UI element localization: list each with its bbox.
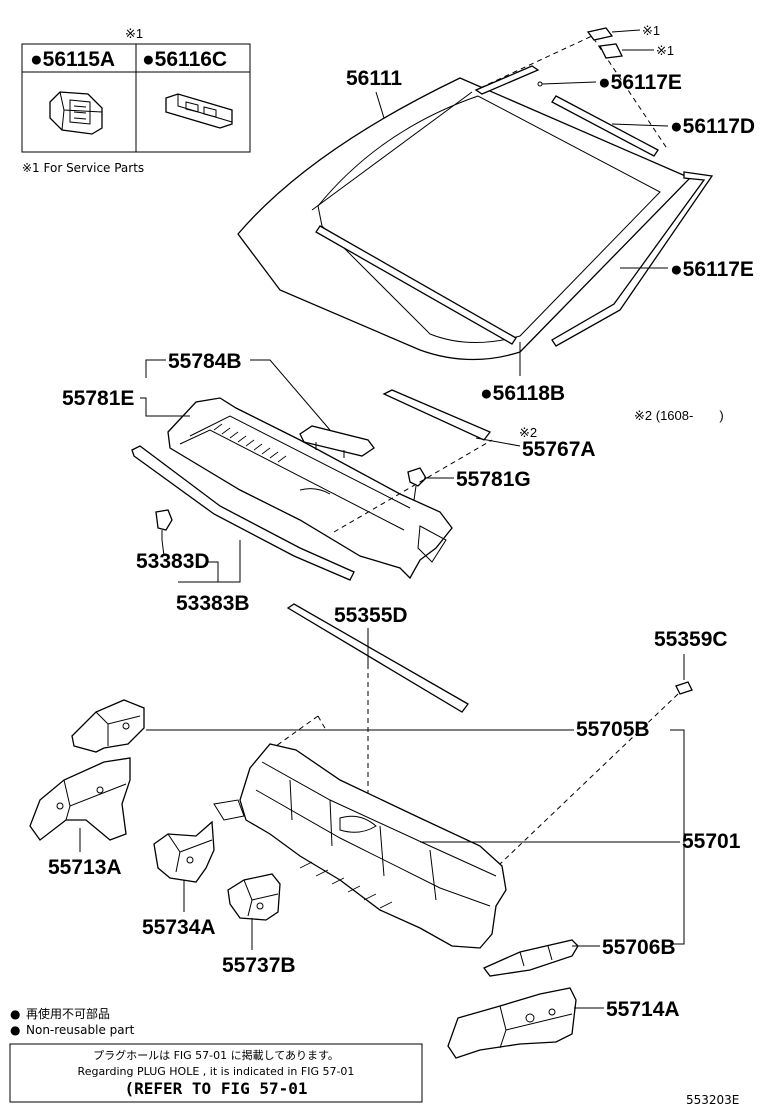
bracket-55734a	[153, 820, 215, 883]
service-mark: ※1	[125, 26, 143, 41]
moulding-strips	[315, 65, 714, 347]
label-55781g: 55781G	[456, 468, 531, 491]
refer-box: プラグホールは FIG 57-01 に掲載してあります。 Regarding P…	[9, 1043, 423, 1103]
label-clip-mark-1: ※1	[642, 23, 660, 38]
label-55767a: 55767A	[522, 438, 596, 461]
label-53383d: 53383D	[136, 550, 210, 573]
label-mark2: ※2	[519, 425, 537, 440]
label-55705b: 55705B	[576, 718, 650, 741]
label-56117d: ●56117D	[670, 115, 755, 138]
label-55737b: 55737B	[222, 954, 296, 977]
legend-bullet-jp: ●	[10, 1007, 20, 1021]
label-55714a: 55714A	[606, 998, 680, 1021]
label-53383b: 53383B	[176, 592, 250, 615]
clip-56115a-drawing	[49, 91, 103, 135]
upper-left-bracket	[71, 699, 145, 753]
box-col1-label: ●56115A	[30, 48, 115, 71]
label-56118b: ●56118B	[480, 382, 565, 405]
windshield-glass	[237, 77, 692, 361]
refer-line-fig: (REFER TO FIG 57-01	[124, 1079, 307, 1098]
box-col2-label: ●56116C	[142, 48, 227, 71]
legend-en: Non-reusable part	[26, 1023, 135, 1037]
bracket-55737b	[227, 873, 281, 921]
label-55359c: 55359C	[654, 628, 728, 651]
weatherstrip-53383b	[131, 445, 355, 581]
refer-line-jp: プラグホールは FIG 57-01 に掲載してあります。	[93, 1048, 339, 1062]
clip-55781g	[407, 467, 427, 501]
label-55781e: 55781E	[62, 387, 134, 410]
bracket-55706b	[482, 939, 579, 977]
legend-bullet-en: ●	[10, 1023, 20, 1037]
seal-strip-55767a	[382, 389, 492, 441]
label-56111: 56111	[346, 67, 402, 90]
non-reusable-legend: ● 再使用不可部品 ● Non-reusable part	[10, 1006, 135, 1037]
cowl-louver	[167, 397, 453, 580]
bracket-55713a	[29, 757, 131, 841]
louver-piece	[299, 425, 375, 458]
label-56117e-top: ●56117E	[598, 71, 682, 94]
refer-line-en: Regarding PLUG HOLE , it is indicated in…	[78, 1065, 355, 1078]
label-clip-mark-2: ※1	[656, 43, 674, 58]
plug-55359c	[675, 681, 693, 695]
service-note: ※1 For Service Parts	[22, 161, 144, 175]
bracket-55714a	[447, 987, 577, 1059]
clip-53383d	[155, 509, 173, 540]
label-55701: 55701	[682, 830, 741, 853]
dash-panel	[213, 743, 507, 949]
figure-code: 553203E	[686, 1093, 739, 1107]
date-note: ※2 (1608- )	[634, 408, 724, 423]
seal-55355d	[286, 603, 469, 713]
label-56117e-side: ●56117E	[670, 258, 754, 281]
label-55713a: 55713A	[48, 856, 122, 879]
label-55706b: 55706B	[602, 936, 676, 959]
label-55784b: 55784B	[168, 350, 242, 373]
clip-56116c-drawing	[165, 93, 233, 129]
service-parts-box: ※1 ●56115A ●56116C ※1 For Service Parts	[21, 26, 251, 175]
top-clips	[537, 27, 623, 87]
legend-jp: 再使用不可部品	[26, 1006, 110, 1021]
label-55355d: 55355D	[334, 604, 408, 627]
label-55734a: 55734A	[142, 916, 216, 939]
